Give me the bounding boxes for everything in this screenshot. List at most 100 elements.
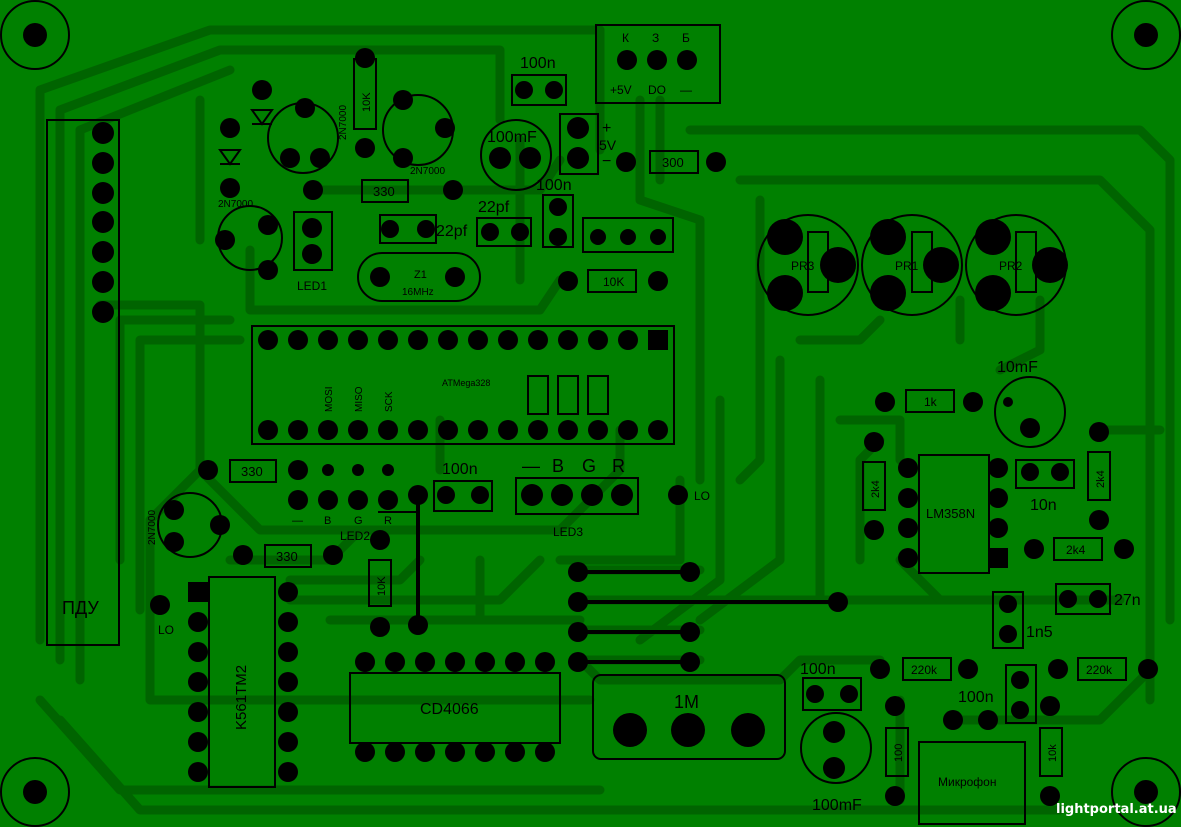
res-100-outline (885, 727, 909, 777)
res-330-c-outline (264, 544, 312, 568)
res-330-b-label: 330 (241, 464, 263, 479)
pr3-outline (757, 214, 859, 316)
res-10k-b-outline (587, 269, 637, 293)
power-minus-label: − (602, 153, 611, 170)
power-5v-label: 5V (599, 137, 617, 153)
led3-g-label: G (582, 456, 596, 476)
header-b-label: Б (682, 31, 690, 45)
res-2k4-c-outline (1053, 537, 1103, 561)
header-pins (617, 50, 697, 70)
transistor3-label: 2N7000 (218, 199, 253, 210)
header-k-label: К (622, 31, 629, 45)
transistor4-label: 2N7000 (147, 510, 158, 545)
res-300-label: 300 (662, 155, 684, 170)
res-2k4-a-label: 2k4 (870, 480, 882, 498)
cap-100n-c-label: 100n (442, 461, 478, 478)
res-10k-c-label: 10K (376, 576, 388, 596)
led3-minus-label: — (522, 456, 540, 476)
res-2k4-c-label: 2k4 (1066, 543, 1086, 557)
cap-100mf-b-label: 100mF (812, 797, 862, 814)
crystal-outline (357, 252, 481, 302)
cap-100n-a-outline (511, 74, 567, 106)
header-dash-label: — (680, 83, 692, 97)
power-plus-label: + (602, 120, 611, 137)
cap-100n-b-label: 100n (536, 177, 572, 194)
set-header-outline (582, 217, 674, 253)
cap-100n-e-outline (1005, 664, 1037, 724)
pot-1m-label: 1M (674, 692, 699, 712)
res-10k-d-outline (1039, 727, 1063, 777)
mosi-label: MOSI (324, 386, 335, 412)
lo-a-label: LO (158, 623, 174, 637)
res-330-c-label: 330 (276, 549, 298, 564)
cap-22pf-a-label: 22pf (436, 223, 468, 240)
segment-1 (527, 375, 549, 415)
text-labels: ПДУ LED1 LED2 LED3 2N7000 2N7000 2N7000 … (62, 31, 1177, 817)
cap-100mf-b-outline (800, 712, 872, 784)
misc-pads (150, 48, 1158, 806)
cap-1n5-outline (992, 591, 1024, 649)
res-220k-a-outline (902, 657, 952, 681)
cap-100mf-a-label: 100mF (487, 129, 537, 146)
cap-22pf-b-outline (476, 217, 532, 247)
cd4066-pins (355, 652, 555, 762)
header-5v-label: +5V (610, 83, 632, 97)
sck-label: SCK (384, 391, 395, 412)
cap-100mf-a-outline (480, 119, 552, 191)
jumper-pads (370, 485, 848, 672)
cap-27n-label: 27n (1114, 592, 1141, 609)
segment-3 (587, 375, 609, 415)
pr3-label: PR3 (791, 259, 815, 273)
trimmer-pads (767, 219, 1068, 311)
lo-b-label: LO (694, 489, 710, 503)
diode-2 (218, 149, 242, 166)
k561-outline (208, 576, 276, 788)
res-220k-b-outline (1077, 657, 1127, 681)
mic-outline (918, 741, 1026, 825)
cap-10mf-label: 10mF (997, 359, 1038, 376)
mcu-pins-bottom (258, 420, 668, 440)
mcu-pins-top (258, 330, 668, 350)
led3-outline (515, 477, 639, 515)
pr1-outline (861, 214, 963, 316)
led3-r-label: R (612, 456, 625, 476)
header-connector-outline (595, 24, 721, 104)
led2-minus-label: — (292, 515, 303, 527)
pr2-label: PR2 (999, 259, 1023, 273)
transistor2-label: 2N7000 (410, 166, 445, 177)
segment-2 (557, 375, 579, 415)
res-1k-label: 1k (924, 395, 938, 409)
res-2k4-b-label: 2k4 (1095, 470, 1107, 488)
led2-b-label: B (324, 515, 331, 527)
pdu-pins (92, 122, 114, 323)
cap-10mf-outline (994, 376, 1066, 448)
diode-1 (250, 109, 274, 126)
res-220k-b-label: 220k (1086, 663, 1113, 677)
k561-label: K561TM2 (233, 665, 250, 730)
lm358-pins (898, 458, 1008, 568)
res-10k-b-label: 10K (603, 275, 624, 289)
k561-pins (188, 582, 298, 782)
res-2k4-a-outline (862, 461, 886, 511)
cap-10n-label: 10n (1030, 497, 1057, 514)
res-220k-a-label: 220k (911, 663, 938, 677)
led2-g-label: G (354, 515, 363, 527)
pr1-label: PR1 (895, 259, 919, 273)
cap-100n-c-outline (433, 480, 493, 512)
cap-22pf-a-outline (379, 214, 437, 244)
led3-b-label: B (552, 456, 564, 476)
led2-r-label: R (384, 515, 392, 527)
cd4066-label: CD4066 (420, 701, 479, 718)
transistor1-label: 2N7000 (338, 105, 349, 140)
lm358-label: LM358N (926, 506, 975, 521)
pot-1m-outline (592, 674, 786, 760)
copper-traces (35, 25, 1175, 815)
pdu-label: ПДУ (62, 598, 99, 618)
led1-label: LED1 (297, 279, 327, 293)
crystal-name: Z1 (414, 269, 427, 281)
mcu-label: ATMega328 (442, 378, 490, 388)
